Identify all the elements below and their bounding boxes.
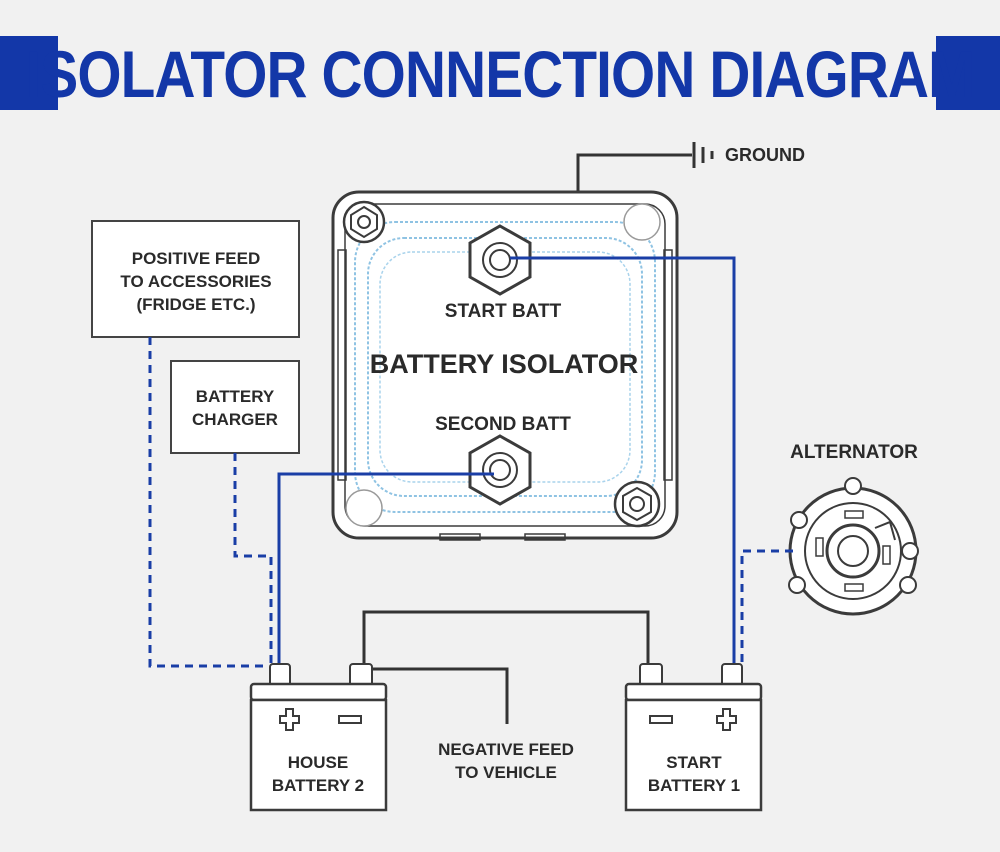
- page-title: ISOLATOR CONNECTION DIAGRAM: [25, 37, 975, 111]
- negative-feed-line-2: TO VEHICLE: [455, 763, 557, 782]
- battery-charger-line-1: BATTERY: [196, 387, 275, 406]
- positive-feed-line-2: TO ACCESSORIES: [120, 272, 271, 291]
- alternator: [788, 477, 919, 616]
- ground-label: GROUND: [725, 145, 805, 165]
- wire-alternator: [740, 549, 793, 666]
- positive-feed-line-1: POSITIVE FEED: [132, 249, 260, 268]
- positive-feed-box: [91, 220, 300, 338]
- wire-second-batt: [277, 472, 494, 666]
- start-battery-line-2: BATTERY 1: [648, 776, 740, 795]
- wire-start-batt: [510, 256, 736, 666]
- start-battery: [624, 663, 763, 812]
- wire-charger: [233, 453, 273, 666]
- start-battery-line-1: START: [666, 753, 722, 772]
- alternator-label: ALTERNATOR: [790, 442, 918, 463]
- battery-charger-line-2: CHARGER: [192, 410, 278, 429]
- positive-feed-line-3: (FRIDGE ETC.): [137, 295, 256, 314]
- title-band-left: [0, 36, 58, 110]
- battery-charger-box: [170, 360, 300, 454]
- battery-isolator-label: BATTERY ISOLATOR: [370, 349, 639, 379]
- start-batt-terminal-label: START BATT: [445, 301, 562, 322]
- wire-negative-link: [362, 610, 650, 668]
- wire-negative-feed: [366, 667, 509, 724]
- title-band-right: [936, 36, 1000, 110]
- negative-feed-line-1: NEGATIVE FEED: [438, 740, 574, 759]
- house-battery-line-1: HOUSE: [288, 753, 348, 772]
- battery-isolator-unit: [331, 190, 679, 541]
- second-batt-terminal-label: SECOND BATT: [435, 414, 571, 435]
- house-battery: [249, 663, 388, 812]
- house-battery-line-2: BATTERY 2: [272, 776, 364, 795]
- wire-positive-feed: [148, 337, 268, 668]
